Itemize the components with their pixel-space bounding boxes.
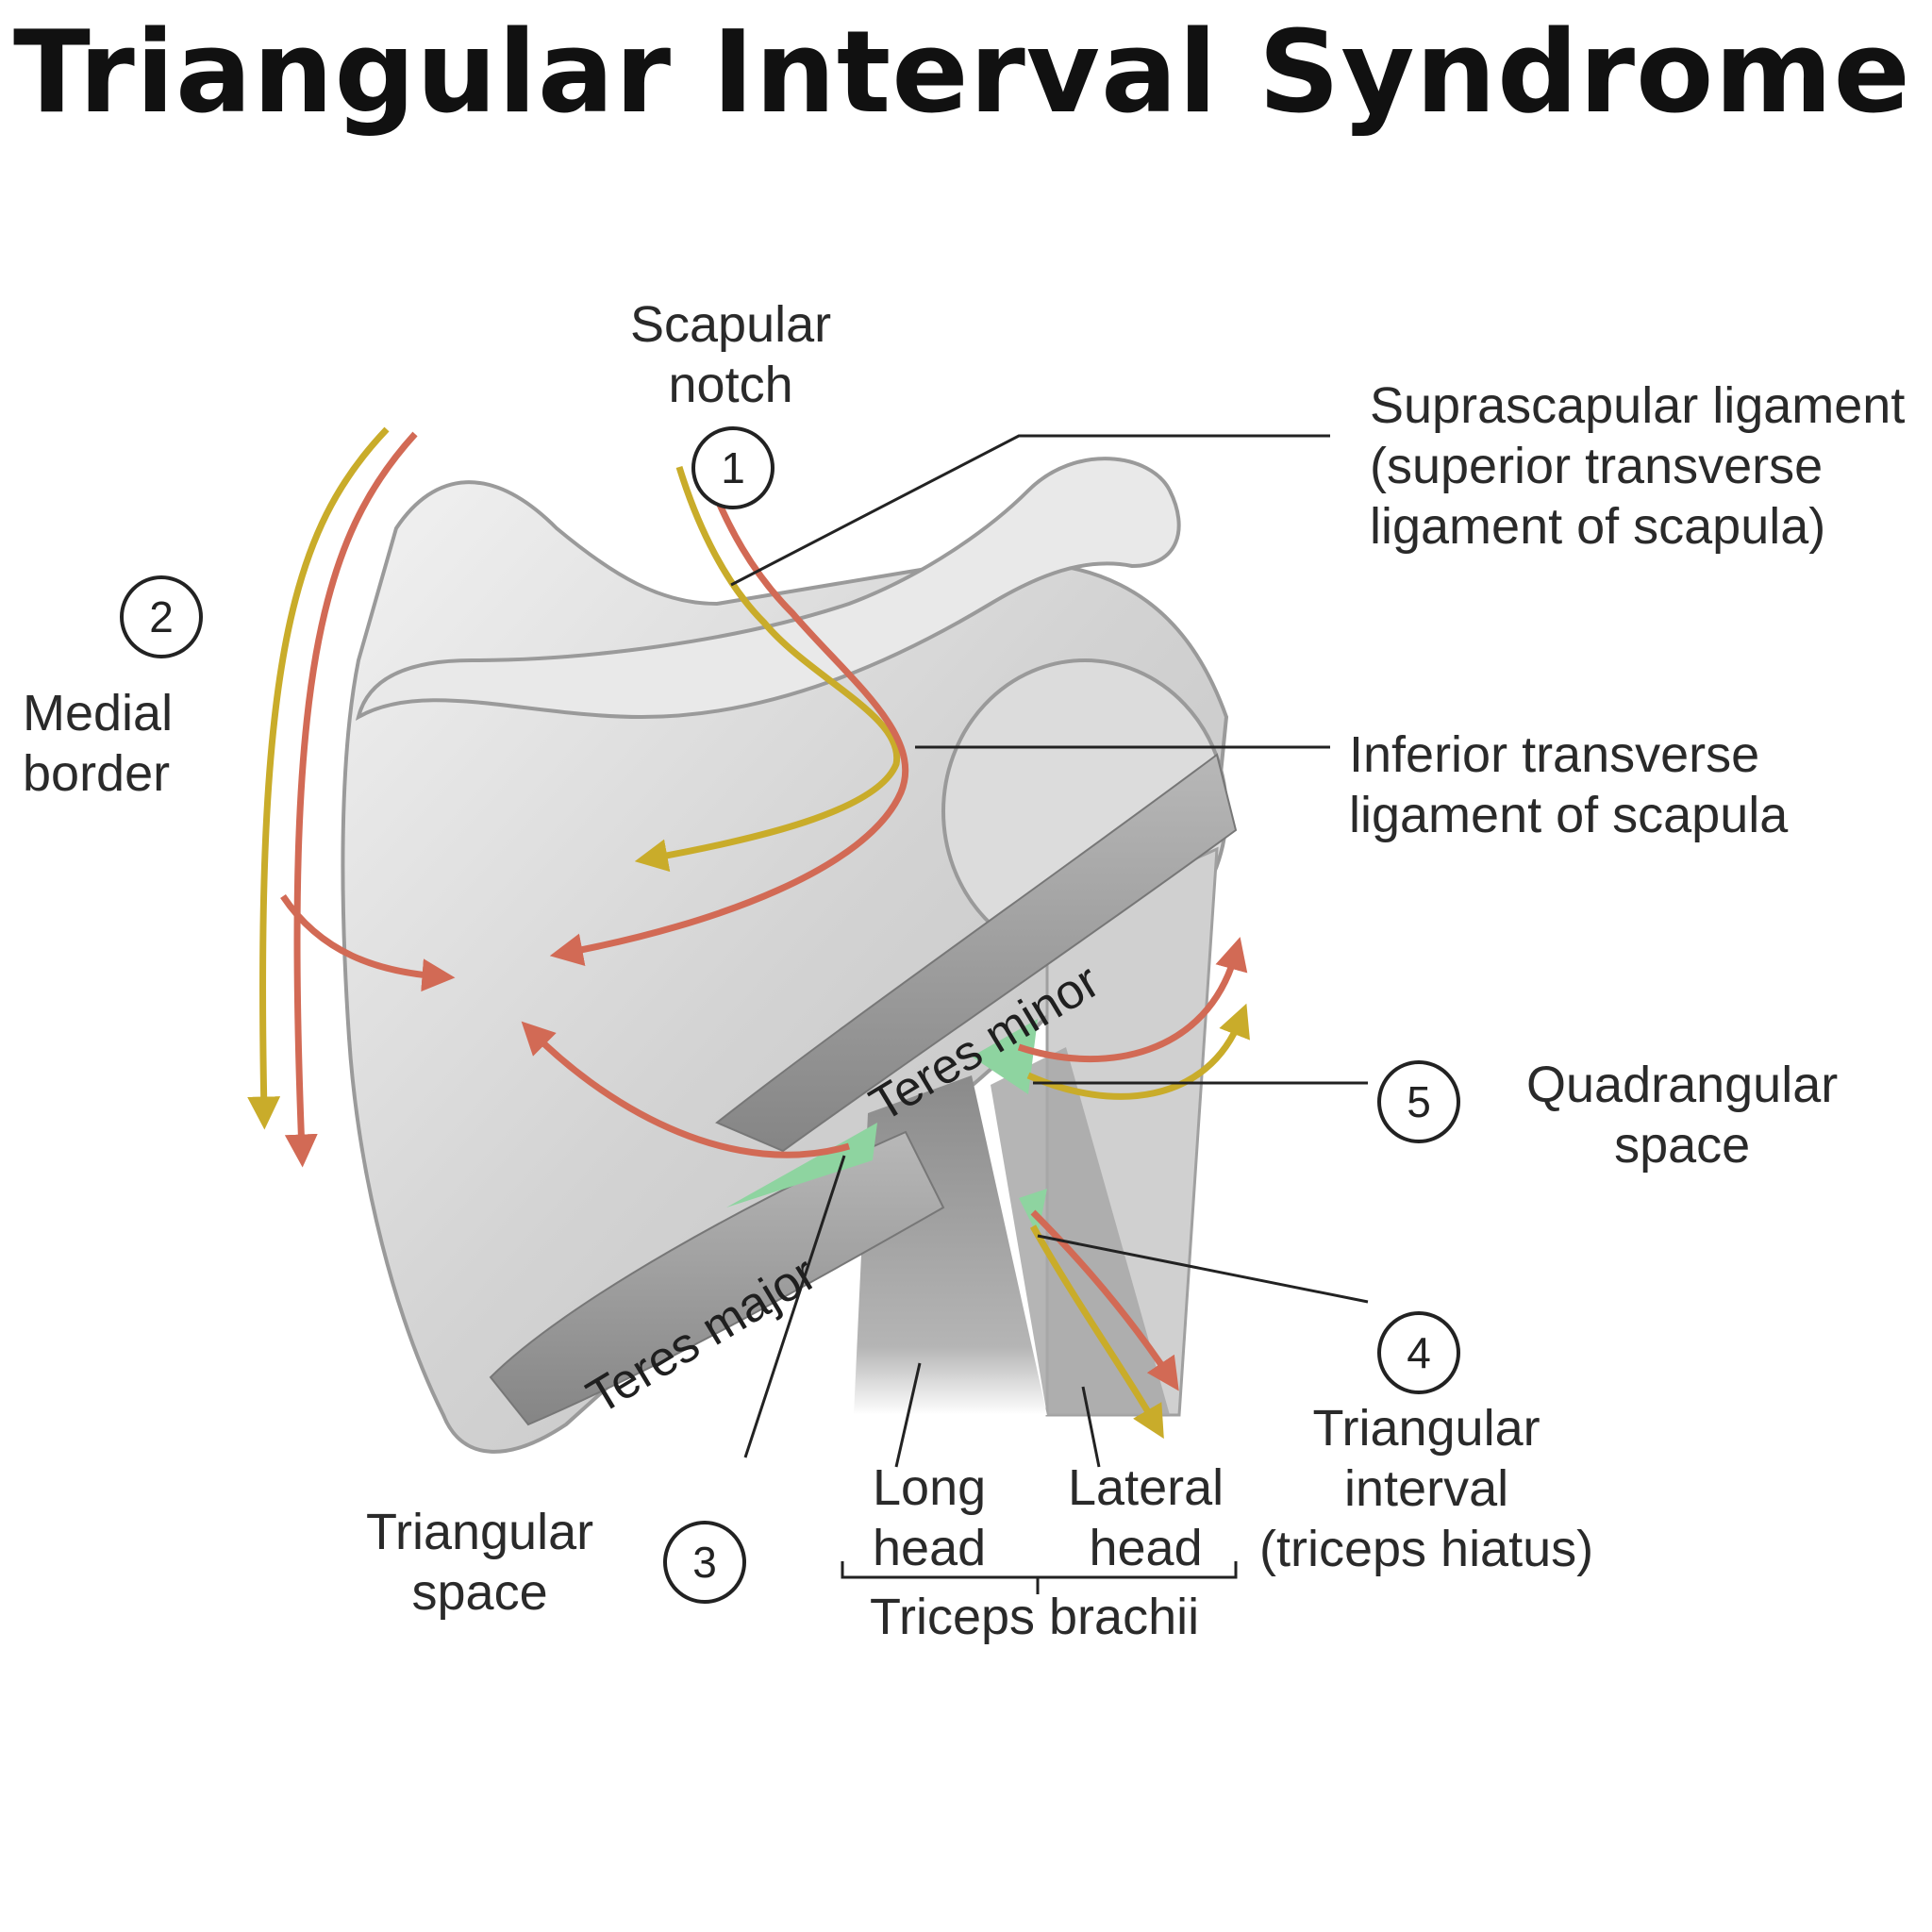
triangular-space-marker (726, 1123, 877, 1208)
leader-triangular-space (743, 1155, 846, 1458)
scapular-spine (355, 457, 1181, 722)
interval-nerve (1029, 1224, 1164, 1440)
label-triangular-interval: Triangular interval (triceps hiatus) (1259, 1400, 1594, 1577)
suprascapular-nerve (634, 465, 901, 873)
label-quadrangular-space: Quadrangular space (1526, 1057, 1839, 1174)
label-suprascapular-ligament: Suprascapular ligament (superior transve… (1370, 377, 1906, 555)
triceps-lateral-head (991, 1047, 1170, 1415)
medial-nerve-path (247, 426, 390, 1130)
leader-lateral-head (1081, 1386, 1101, 1468)
teres-major-muscle (489, 1130, 945, 1426)
marker-4: 4 (1377, 1311, 1460, 1394)
label-inferior-transverse: Inferior transverse ligament of scapula (1349, 726, 1789, 843)
marker-2: 2 (120, 575, 203, 658)
leader-long-head (894, 1362, 922, 1468)
suprascapular-artery (549, 460, 909, 966)
marker-1: 1 (691, 426, 774, 509)
medial-artery-path (284, 431, 418, 1168)
leader-triangular-interval (1037, 1234, 1369, 1304)
label-long-head: Long head (873, 1459, 987, 1576)
quadrangular-space-marker (972, 1019, 1038, 1094)
label-scapular-notch: Scapular notch (630, 296, 832, 413)
teres-minor-muscle (715, 753, 1238, 1153)
label-lateral-head: Lateral head (1068, 1459, 1224, 1576)
marker-5: 5 (1377, 1060, 1460, 1143)
page-title: Triangular Interval Syndrome (13, 8, 1911, 139)
label-medial-border: Medial border (23, 685, 174, 802)
quadrangular-artery (1017, 937, 1248, 1063)
label-triceps-brachii: Triceps brachii (870, 1589, 1200, 1645)
marker-3: 3 (663, 1521, 746, 1604)
medial-artery-branch (280, 894, 456, 992)
interval-artery (1030, 1209, 1179, 1391)
triangular-space-artery (521, 1021, 850, 1158)
label-triangular-space: Triangular space (366, 1504, 594, 1621)
leader-suprascapular-ligament (730, 434, 1330, 587)
bracket-triceps (841, 1561, 1238, 1594)
quadrangular-nerve (1026, 1003, 1250, 1100)
